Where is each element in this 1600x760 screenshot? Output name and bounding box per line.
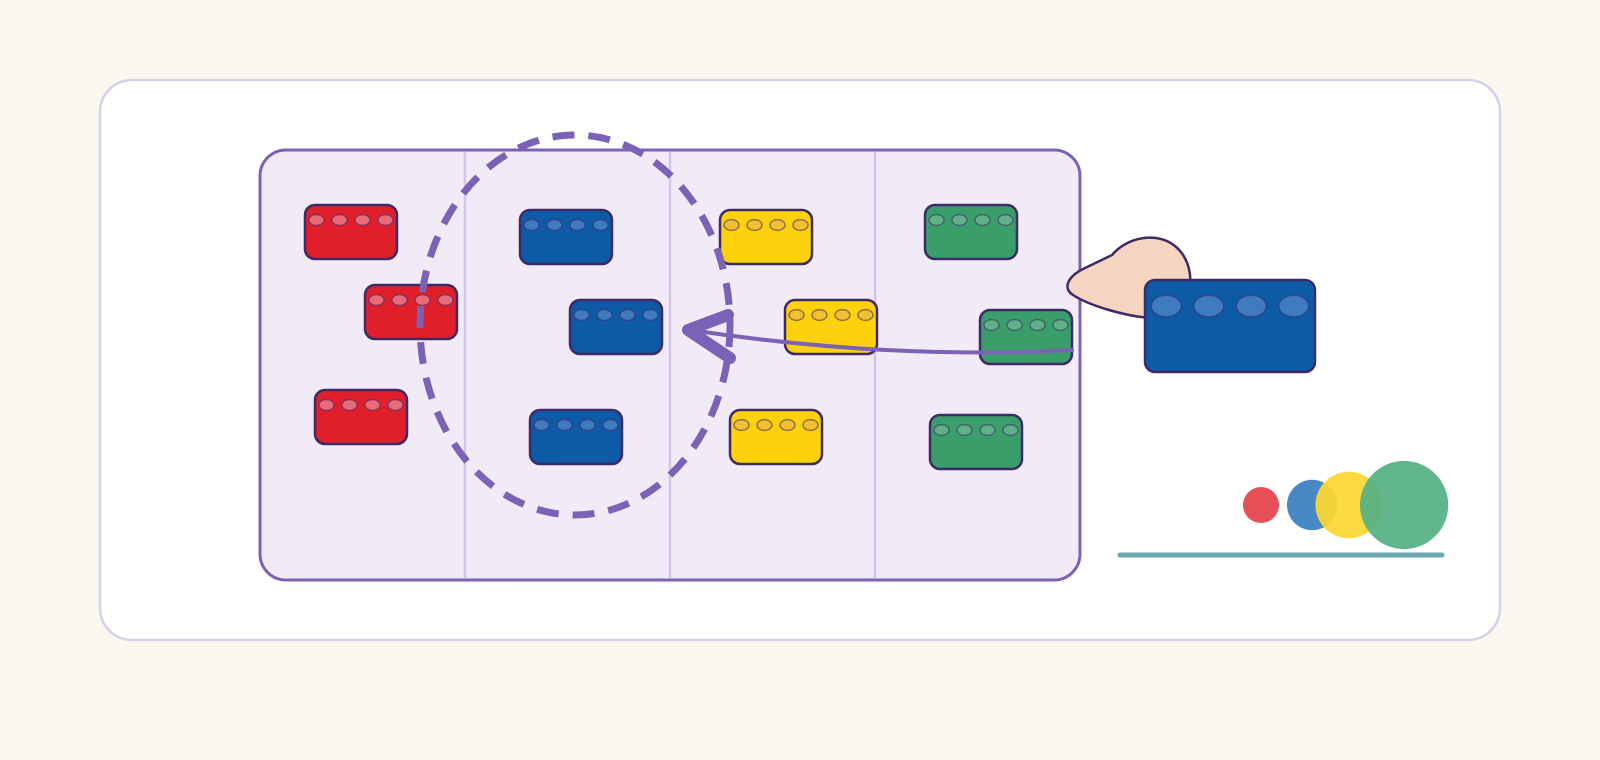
brick-body [303,203,399,261]
brick-stud [391,293,408,307]
brick-stud [834,308,851,322]
highlight-ring [416,131,734,519]
tray-brick-red [363,283,459,341]
brick-stud [811,308,828,322]
brick-body [928,413,1024,471]
brick-stud [997,213,1014,227]
brick-stud [1052,318,1069,332]
tray-brick-green [923,203,1019,261]
brick-stud [1193,294,1225,318]
brick-stud [341,398,358,412]
tray-brick-blue [518,208,614,266]
brick-stud [1235,294,1267,318]
brick-stud [788,308,805,322]
brick-body [1143,278,1317,374]
brick-stud [579,418,596,432]
brick-stud [723,218,740,232]
held-brick-body [1143,278,1317,374]
tray-brick-yellow [783,298,879,356]
brick-stud [779,418,796,432]
brick-stud [414,293,431,307]
brick-body [978,308,1074,366]
tray-brick-red [303,203,399,261]
brick-body [923,203,1019,261]
tray-column-red [303,203,459,446]
brick-stud [368,293,385,307]
brick-stud [556,418,573,432]
brick-stud [354,213,371,227]
brick-stud [756,418,773,432]
brick-stud [318,398,335,412]
brick-stud [933,423,950,437]
brick-stud [792,218,809,232]
brick-stud [983,318,1000,332]
brick-stud [733,418,750,432]
brick-stud [308,213,325,227]
tray-column-yellow [718,208,879,466]
legend-dot-0 [1243,487,1279,523]
brick-stud [331,213,348,227]
brick-stud [974,213,991,227]
tray-brick-blue [528,408,624,466]
tray-column-blue [518,208,664,466]
brick-stud [573,308,590,322]
brick-stud [1002,423,1019,437]
held-brick [1143,278,1317,374]
tray-brick-green [928,413,1024,471]
tray-brick-yellow [718,208,814,266]
legend-dot-3 [1360,460,1449,550]
brick-stud [533,418,550,432]
brick-stud [387,398,404,412]
tray-bricks [303,203,1074,471]
tray-dividers [463,152,877,578]
tray-column-green [923,203,1074,471]
tray-brick-green [978,308,1074,366]
legend-dots [1243,460,1449,550]
brick-body [518,208,614,266]
move-arrow [682,309,1074,364]
brick-stud [857,308,874,322]
move-arrow-head [682,309,736,364]
brick-body [568,298,664,356]
brick-stud [592,218,609,232]
brick-stud [437,293,454,307]
brick-stud [377,213,394,227]
brick-stud [364,398,381,412]
brick-stud [769,218,786,232]
brick-stud [602,418,619,432]
brick-stud [569,218,586,232]
move-arrow-shaft [688,328,1074,355]
brick-body [528,408,624,466]
brick-stud [979,423,996,437]
brick-body [783,298,879,356]
brick-stud [802,418,819,432]
brick-stud [619,308,636,322]
brick-stud [596,308,613,322]
sorting-tray [258,148,1082,582]
brick-stud [642,308,659,322]
brick-stud [1006,318,1023,332]
brick-stud [546,218,563,232]
brick-stud [1029,318,1046,332]
brick-stud [956,423,973,437]
tray-brick-blue [568,298,664,356]
brick-body [363,283,459,341]
brick-stud [1150,294,1182,318]
brick-stud [928,213,945,227]
tray-brick-yellow [728,408,824,466]
brick-stud [523,218,540,232]
brick-stud [1278,294,1310,318]
brick-stud [746,218,763,232]
brick-body [728,408,824,466]
brick-body [718,208,814,266]
brick-body [313,388,409,446]
tray-brick-red [313,388,409,446]
brick-stud [951,213,968,227]
